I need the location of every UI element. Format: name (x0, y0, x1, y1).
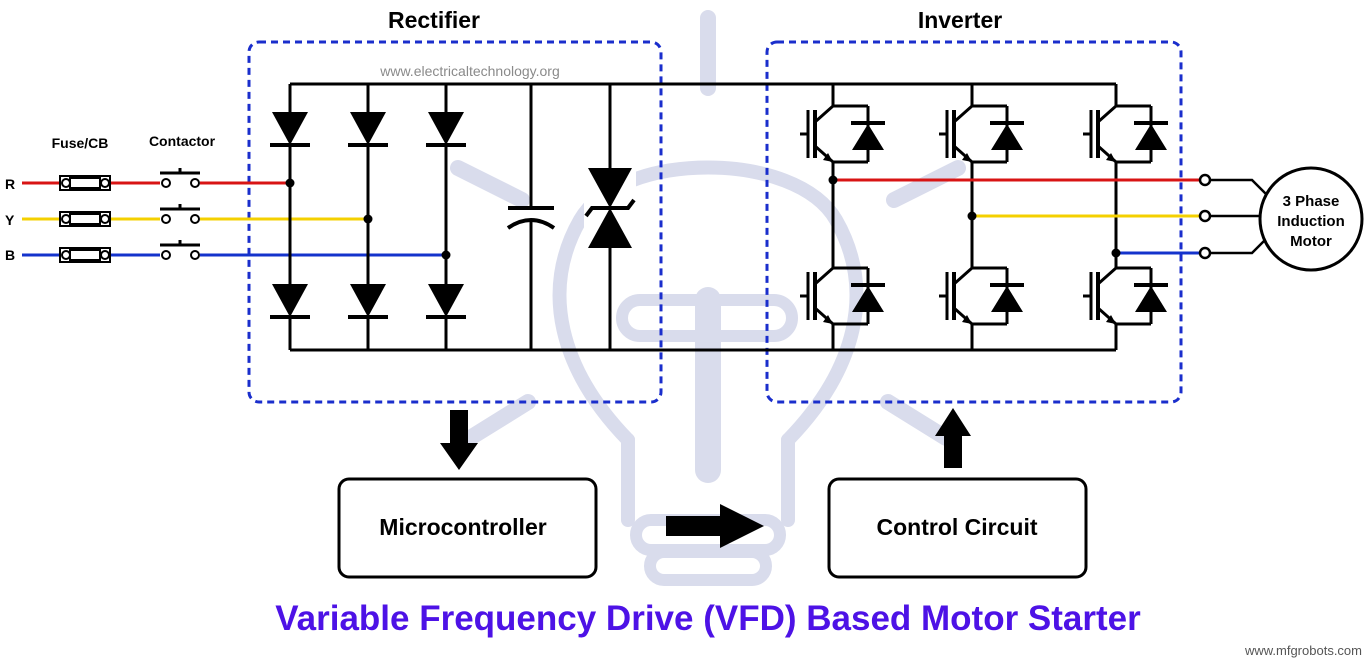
microcontroller-label: Microcontroller (379, 514, 546, 540)
fuse-icon (59, 175, 111, 191)
rectifier-bridge (268, 84, 468, 350)
output-terminals (1198, 173, 1267, 260)
credit-url: www.mfgrobots.com (1244, 643, 1362, 658)
contactor-switch-icon (160, 240, 200, 261)
phase-b-label: B (5, 247, 15, 263)
igbt-icon (937, 104, 1026, 164)
phase-y-label: Y (5, 212, 15, 228)
motor-label-line2: Induction (1277, 213, 1345, 230)
diagram-title: Variable Frequency Drive (VFD) Based Mot… (275, 599, 1141, 638)
arrow-up-icon (935, 408, 971, 468)
fuse-cb-label: Fuse/CB (52, 135, 109, 151)
motor-icon (1258, 166, 1364, 272)
watermark-url: www.electricaltechnology.org (379, 63, 560, 79)
fuse-icon (59, 247, 111, 263)
motor-label-line1: 3 Phase (1283, 193, 1340, 210)
igbt-icon (1081, 266, 1170, 326)
phase-r-label: R (5, 176, 15, 192)
igbt-icon (1081, 104, 1170, 164)
motor-label-line3: Motor (1290, 233, 1332, 250)
arrow-down-icon (440, 410, 478, 470)
rectifier-label: Rectifier (388, 7, 480, 33)
tvs-diode-icon (584, 84, 636, 350)
contactor-label: Contactor (149, 133, 216, 149)
igbt-icon (937, 266, 1026, 326)
arrow-right-icon (666, 504, 764, 548)
control-circuit-box (827, 477, 1088, 579)
contactor-switch-icon (160, 204, 200, 225)
microcontroller-box (337, 477, 598, 579)
inverter-label: Inverter (918, 7, 1002, 33)
rectifier-block (247, 40, 663, 404)
control-circuit-label: Control Circuit (877, 514, 1038, 540)
inverter-block (765, 40, 1183, 404)
igbt-icon (798, 266, 887, 326)
capacitor-icon (506, 84, 556, 350)
fuse-icon (59, 211, 111, 227)
igbt-icon (798, 104, 887, 164)
contactor-switch-icon (160, 168, 200, 189)
